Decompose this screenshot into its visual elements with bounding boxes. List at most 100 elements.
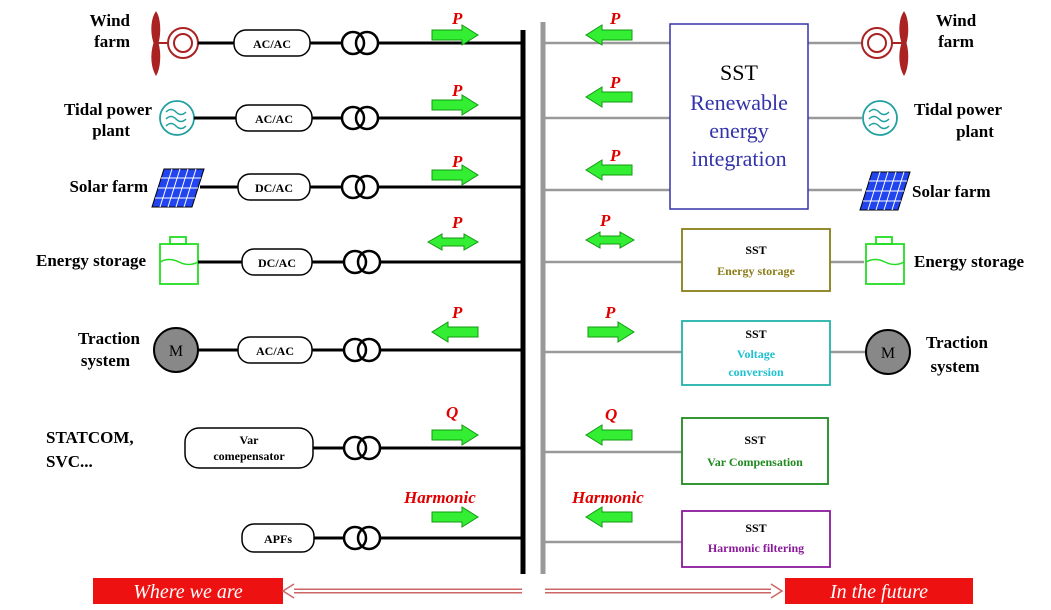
flow-label: P: [609, 9, 621, 28]
converter-label-4: DC/AC: [258, 256, 296, 270]
flow-arrow-left: [585, 506, 633, 528]
transformer-icon: [340, 174, 380, 200]
label-storage: Energy storage: [36, 251, 146, 270]
sst-renewable-line-2: energy: [709, 118, 768, 143]
converter-label-3: DC/AC: [255, 181, 293, 195]
sst-voltage-box: SST Voltage conversion: [681, 320, 831, 386]
flow-label: P: [451, 9, 463, 28]
left-row-storage: Energy storage DC/AC P: [36, 213, 523, 285]
left-row-statcom: STATCOM, SVC... Var comepensator Q: [46, 403, 523, 471]
flow-label: Harmonic: [403, 488, 476, 507]
solar-panel-icon: [151, 168, 205, 208]
flow-arrow-left: [585, 424, 633, 446]
flow-label: P: [609, 146, 621, 165]
label-traction-right-1: Traction: [926, 333, 989, 352]
converter-label-5: AC/AC: [256, 344, 294, 358]
tidal-icon: [159, 100, 195, 136]
label-wind-2: farm: [94, 32, 130, 51]
flow-arrow-right: [587, 321, 635, 343]
motor-label: M: [881, 345, 895, 362]
sst-voltage-line-2: conversion: [728, 365, 784, 379]
left-row-solar: Solar farm DC/AC P: [69, 152, 523, 208]
right-flows: P P P P P Q Harmonic: [571, 9, 644, 528]
flow-arrow-right: [431, 424, 479, 446]
transformer-icon: [342, 435, 382, 461]
wind-turbine-icon: [861, 11, 909, 77]
flow-label: P: [451, 152, 463, 171]
label-traction-right-2: system: [930, 357, 979, 376]
sst-harmonic-subtitle: Harmonic filtering: [708, 541, 804, 555]
right-storage: Energy storage: [865, 236, 1024, 285]
flow-label: P: [609, 73, 621, 92]
flow-arrow-right: [431, 94, 479, 116]
left-row-traction: Traction system M AC/AC P: [78, 303, 523, 373]
label-traction-1: Traction: [78, 329, 141, 348]
label-tidal-right-2: plant: [956, 122, 994, 141]
flow-arrow-left: [585, 86, 633, 108]
flow-label: P: [451, 81, 463, 100]
flow-arrow-left: [431, 321, 479, 343]
transformer-icon: [342, 337, 382, 363]
right-tidal: Tidal power plant: [862, 100, 1002, 141]
right-traction: M Traction system: [865, 329, 989, 376]
banner-left-text: Where we are: [133, 581, 243, 603]
wind-turbine-icon: [151, 11, 199, 77]
label-wind-right-1: Wind: [936, 11, 977, 30]
flow-label: Q: [605, 405, 617, 424]
transformer-icon: [342, 249, 382, 275]
left-row-apfs: APFs Harmonic: [241, 488, 523, 553]
label-solar: Solar farm: [69, 177, 148, 196]
flow-arrow-right: [431, 164, 479, 186]
banner-left: Where we are: [93, 578, 522, 604]
sst-renewable-box: SST Renewable energy integration: [669, 23, 809, 210]
flow-label: P: [599, 211, 611, 230]
sst-renewable-line-1: Renewable: [690, 90, 788, 115]
motor-icon: M: [153, 327, 199, 373]
label-statcom-1: STATCOM,: [46, 428, 134, 447]
var-compensator-label-1: Var: [240, 433, 260, 447]
label-tidal-2: plant: [92, 121, 130, 140]
motor-label: M: [169, 343, 183, 360]
flow-arrow-bidirectional: [584, 231, 636, 249]
label-tidal-1: Tidal power: [64, 100, 152, 119]
flow-arrow-left: [585, 159, 633, 181]
right-wind: Wind farm: [861, 11, 977, 77]
flow-label: P: [604, 303, 616, 322]
right-solar: Solar farm: [859, 171, 991, 211]
label-wind-right-2: farm: [938, 32, 974, 51]
apfs-label: APFs: [264, 532, 292, 546]
flow-arrow-right: [431, 24, 479, 46]
battery-icon: [159, 236, 199, 285]
var-compensator-label-2: comepensator: [213, 449, 285, 463]
solar-panel-icon: [859, 171, 911, 211]
sst-storage-box: SST Energy storage: [681, 228, 831, 292]
label-wind-1: Wind: [90, 11, 131, 30]
sst-storage-subtitle: Energy storage: [717, 264, 795, 278]
sst-storage-title: SST: [745, 243, 766, 257]
transformer-icon: [340, 105, 380, 131]
left-row-tidal: Tidal power plant AC/AC P: [64, 81, 523, 140]
transformer-icon: [342, 525, 382, 551]
tidal-icon: [862, 100, 898, 136]
label-statcom-2: SVC...: [46, 452, 93, 471]
battery-icon: [865, 236, 905, 285]
left-row-wind: Wind farm AC/AC P: [90, 9, 523, 77]
flow-label: P: [451, 303, 463, 322]
label-solar-right: Solar farm: [912, 182, 991, 201]
right-feeders: [543, 41, 866, 544]
converter-label-1: AC/AC: [253, 37, 291, 51]
flow-arrow-left: [585, 24, 633, 46]
sst-harmonic-box: SST Harmonic filtering: [681, 510, 831, 568]
flow-label: Harmonic: [571, 488, 644, 507]
sst-voltage-title: SST: [745, 327, 766, 341]
sst-voltage-line-1: Voltage: [737, 347, 776, 361]
sst-var-title: SST: [744, 433, 765, 447]
motor-icon: M: [865, 329, 911, 375]
label-tidal-right-1: Tidal power: [914, 100, 1002, 119]
banner-right-text: In the future: [829, 581, 928, 603]
flow-arrow-bidirectional: [426, 233, 480, 251]
label-storage-right: Energy storage: [914, 252, 1024, 271]
sst-harmonic-title: SST: [745, 521, 766, 535]
flow-arrow-right: [431, 506, 479, 528]
